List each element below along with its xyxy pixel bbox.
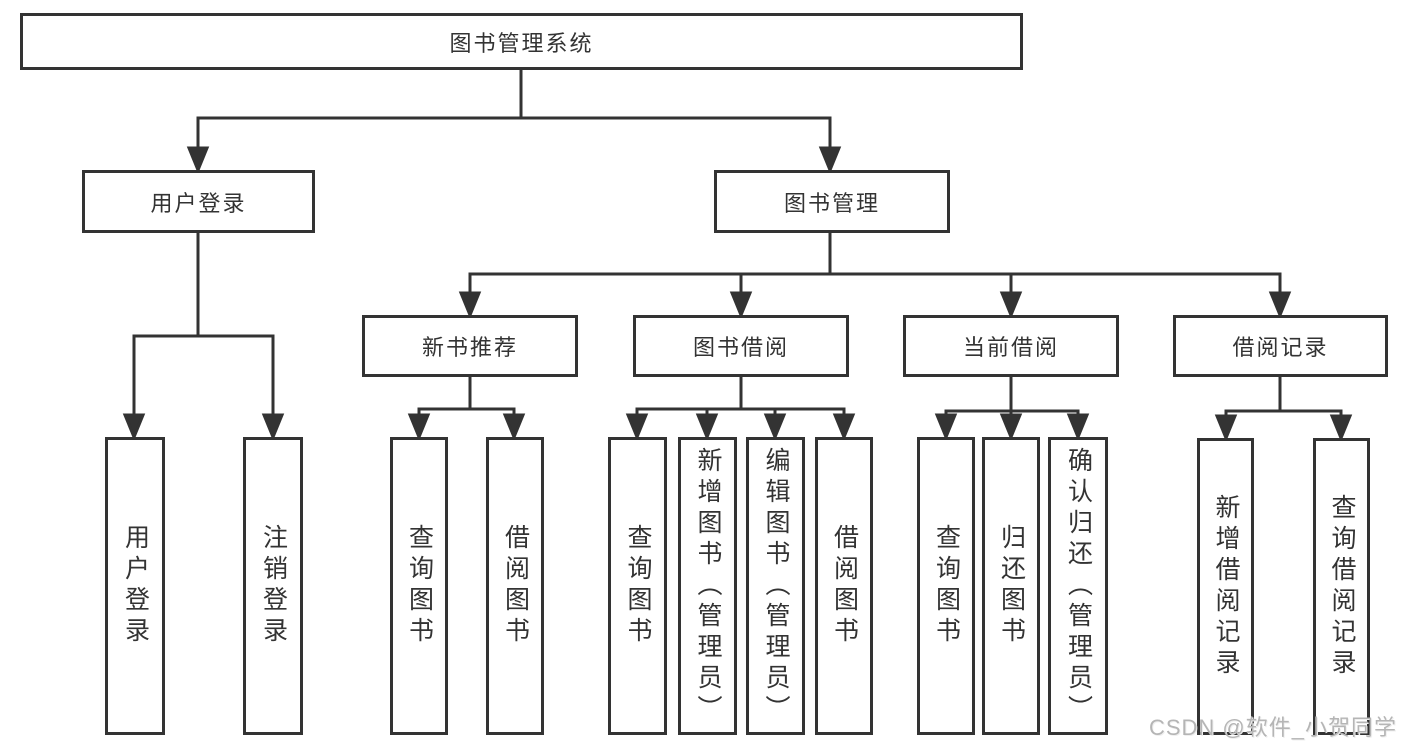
node-confirm-return-admin: 确认归还（管理员）	[1048, 437, 1108, 735]
connectors-book-borrowing	[625, 375, 856, 441]
connectors-borrowing-records	[1214, 375, 1353, 442]
arrow-to-borrowing-records	[1268, 274, 1292, 319]
node-borrow-books-2: 借阅图书	[815, 437, 873, 735]
arrow-to-user-login-action	[122, 336, 146, 441]
arrow-to-edit-book	[763, 409, 787, 441]
arrow-to-query-books-3	[934, 411, 958, 441]
arrow-to-current-borrowing	[999, 274, 1023, 319]
node-edit-book-admin: 编辑图书（管理员）	[746, 437, 805, 735]
node-add-book-admin: 新增图书（管理员）	[678, 437, 737, 735]
connectors-level1	[186, 68, 842, 174]
node-query-books-1: 查询图书	[390, 437, 448, 735]
node-user-login: 用户登录	[82, 170, 315, 233]
arrow-to-logout	[261, 336, 285, 441]
node-label: 新增借阅记录	[1212, 493, 1240, 680]
arrow-to-return-books	[999, 411, 1023, 441]
node-library-management-system: 图书管理系统	[20, 13, 1023, 70]
connectors-book-management	[458, 231, 1292, 319]
node-label: 查询图书	[624, 524, 652, 648]
node-label: 借阅图书	[501, 524, 530, 648]
arrow-to-book-borrowing	[729, 274, 753, 319]
arrow-to-confirm-return	[1066, 411, 1090, 441]
node-label: 用户登录	[121, 524, 150, 648]
node-label: 编辑图书（管理员）	[762, 446, 790, 726]
csdn-watermark: CSDN @软件_小贺同学	[1148, 715, 1397, 740]
connectors-new-book-recommend	[407, 375, 526, 441]
node-borrowing-records: 借阅记录	[1173, 315, 1388, 377]
arrow-to-query-books-1	[407, 409, 431, 441]
node-borrow-books-1: 借阅图书	[486, 437, 544, 735]
node-label: 新增图书（管理员）	[694, 446, 722, 726]
node-add-borrow-record: 新增借阅记录	[1197, 438, 1254, 735]
arrow-to-borrow-books-2	[832, 409, 856, 441]
node-label: 确认归还（管理员）	[1064, 446, 1093, 726]
arrow-to-query-borrow-record	[1329, 411, 1353, 442]
node-current-borrowing: 当前借阅	[903, 315, 1119, 377]
arrow-to-query-books-2	[625, 409, 649, 441]
arrow-to-user-login	[186, 118, 210, 174]
node-query-books-2: 查询图书	[608, 437, 667, 735]
node-user-login-action: 用户登录	[105, 437, 165, 735]
node-label: 归还图书	[997, 524, 1026, 648]
node-query-books-3: 查询图书	[917, 437, 975, 735]
node-label: 查询图书	[932, 524, 961, 648]
node-return-books: 归还图书	[982, 437, 1040, 735]
node-label: 查询图书	[405, 524, 434, 648]
connectors-user-login	[122, 231, 285, 441]
arrow-to-book-management	[818, 118, 842, 174]
arrow-to-borrow-books-1	[502, 409, 526, 441]
node-query-borrow-record: 查询借阅记录	[1313, 438, 1370, 735]
node-book-borrowing: 图书借阅	[633, 315, 849, 377]
arrow-to-add-book	[695, 409, 719, 441]
node-book-management: 图书管理	[714, 170, 950, 233]
arrow-to-new-book-recommend	[458, 274, 482, 319]
node-label: 借阅图书	[830, 524, 859, 648]
node-logout: 注销登录	[243, 437, 303, 735]
node-new-book-recommend: 新书推荐	[362, 315, 578, 377]
arrow-to-add-borrow-record	[1214, 411, 1238, 442]
node-label: 查询借阅记录	[1328, 493, 1356, 680]
connectors-current-borrowing	[934, 375, 1090, 441]
node-label: 注销登录	[259, 524, 288, 648]
